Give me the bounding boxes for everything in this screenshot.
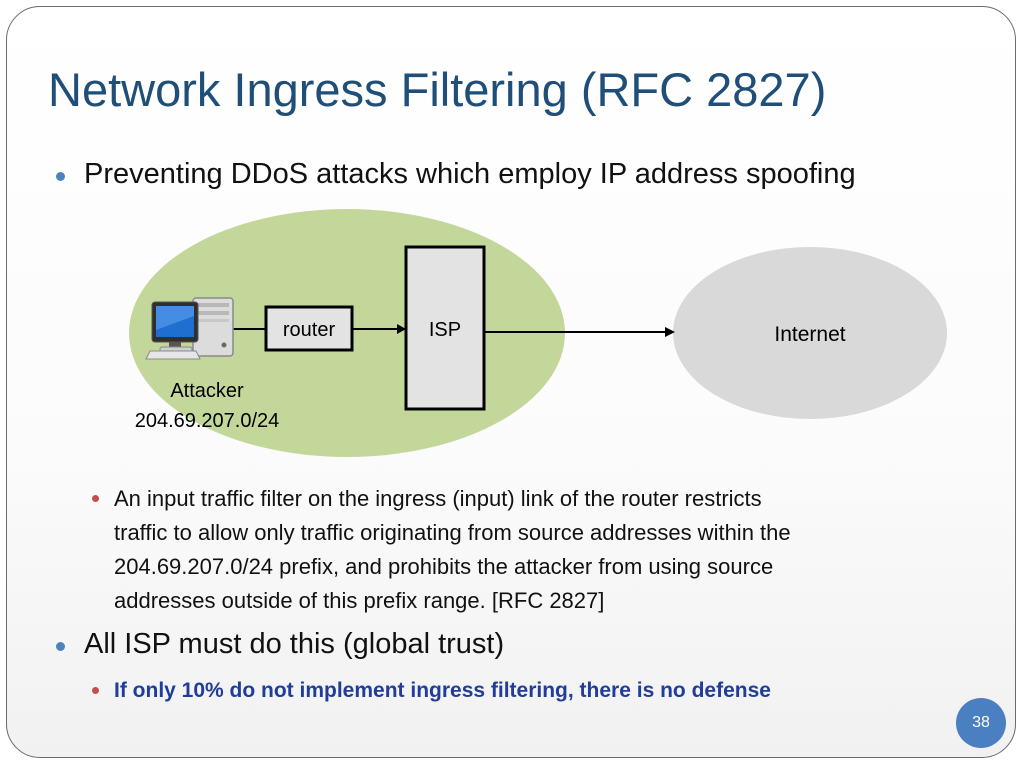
sub-bullet-dot-icon	[92, 495, 99, 502]
sub-bullet-text: An input traffic filter on the ingress (…	[114, 482, 791, 618]
router-box	[264, 305, 354, 352]
desktop-computer-icon	[145, 297, 234, 360]
internet-cloud	[673, 247, 947, 419]
sub-bullet-input-filter: An input traffic filter on the ingress (…	[92, 482, 992, 622]
page-number-badge: 38	[956, 698, 1006, 748]
bullet-text: Preventing DDoS attacks which employ IP …	[84, 158, 856, 190]
slide-title: Network Ingress Filtering (RFC 2827)	[48, 63, 827, 116]
arrowhead-isp-icon	[397, 324, 406, 334]
sub-bullet-line: 204.69.207.0/24 prefix, and prohibits th…	[114, 554, 774, 579]
sub-bullet-line: An input traffic filter on the ingress (…	[114, 486, 762, 511]
attacker-prefix-label: 204.69.207.0/24	[135, 410, 280, 432]
isp-box	[404, 245, 486, 411]
isp-label: ISP	[429, 319, 461, 341]
sub-bullet-ten-percent: If only 10% do not implement ingress fil…	[92, 674, 992, 708]
bullet-dot-icon	[56, 172, 65, 181]
sub-bullet-dot-icon	[92, 687, 99, 694]
sub-bullet-line: addresses outside of this prefix range. …	[114, 588, 605, 613]
internet-label: Internet	[774, 323, 845, 346]
bullet-text: All ISP must do this (global trust)	[84, 628, 505, 660]
attacker-label: Attacker	[170, 380, 244, 402]
router-label: router	[283, 319, 336, 341]
arrowhead-internet-icon	[665, 327, 675, 337]
bullet-dot-icon	[56, 642, 65, 651]
sub-bullet-text: If only 10% do not implement ingress fil…	[114, 679, 771, 702]
sub-bullet-line: traffic to allow only traffic originatin…	[114, 520, 791, 545]
